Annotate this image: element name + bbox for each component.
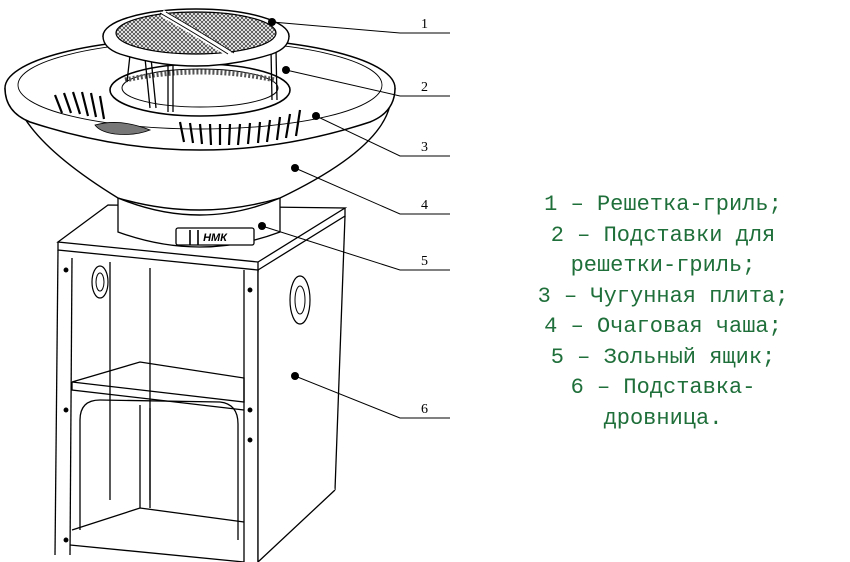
callout-4: 4 — [421, 198, 428, 213]
parts-legend: 1 – Решетка-гриль; 2 – Подставки для реш… — [478, 190, 848, 434]
ash-box-label: НМК — [203, 232, 228, 244]
callout-numbers: 1 2 3 4 5 6 — [421, 17, 428, 417]
callout-3: 3 — [421, 140, 428, 155]
decor-slots-right — [178, 109, 302, 146]
legend-line-6: 5 – Зольный ящик; — [550, 344, 776, 370]
callout-1: 1 — [421, 17, 428, 32]
legend-line-5: 4 – Очаговая чаша; — [544, 314, 782, 339]
legend-line-7: 6 – Подставка- — [570, 375, 756, 400]
legend-line-4: 3 – Чугунная плита; — [537, 283, 789, 309]
callout-6: 6 — [421, 402, 428, 417]
decor-slots-left — [53, 91, 106, 120]
callout-5: 5 — [421, 254, 428, 269]
leader-dots — [258, 18, 320, 380]
legend-line-3: решетки-гриль; — [570, 253, 756, 278]
grill-supports — [126, 49, 278, 112]
legend-line-2: 2 – Подставки для — [550, 222, 776, 248]
cast-iron-plate — [4, 37, 396, 151]
grill-grate — [102, 8, 290, 67]
leader-lines — [261, 21, 450, 419]
legend-line-1: 1 – Решетка-гриль; — [544, 192, 782, 217]
callout-2: 2 — [421, 80, 428, 95]
firewood-stand — [54, 204, 348, 562]
legend-line-8: дровница. — [603, 405, 723, 431]
